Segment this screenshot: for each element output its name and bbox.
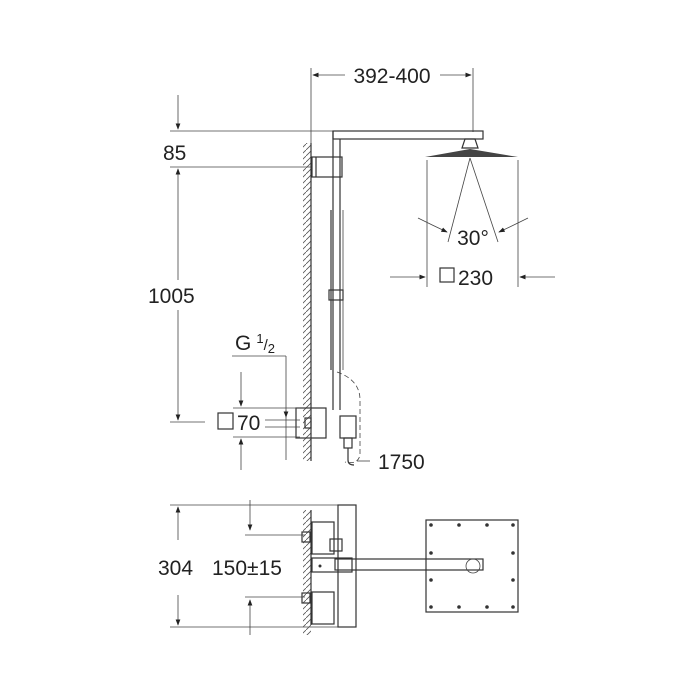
spray-angle-label: 30° [457,227,489,250]
total-height-label: 304 [158,557,193,580]
slider [328,289,344,301]
wall-bracket [311,156,343,178]
shower-column [170,130,484,466]
head-plate [425,519,519,613]
wall [303,143,312,461]
shower-head: 30° 230 [390,138,555,290]
square-symbol [439,267,455,283]
arm-top [334,558,484,571]
inlet-spacing-label: 150±15 [212,557,282,580]
hose-length-label: 1750 [378,451,425,474]
dimension-heights: 85 1005 [148,95,311,423]
square-symbol [217,412,234,430]
dimension-width: 392-400 [310,65,474,145]
head-size-label: 230 [458,267,493,290]
valve-body [295,407,327,439]
head-plate-dots [429,523,515,609]
width-label: 392-400 [353,65,430,88]
height-label: 1005 [148,285,195,308]
valve-size-label: 70 [237,412,260,435]
top-offset-label: 85 [163,142,186,165]
top-view: 304 150±15 [158,500,519,635]
